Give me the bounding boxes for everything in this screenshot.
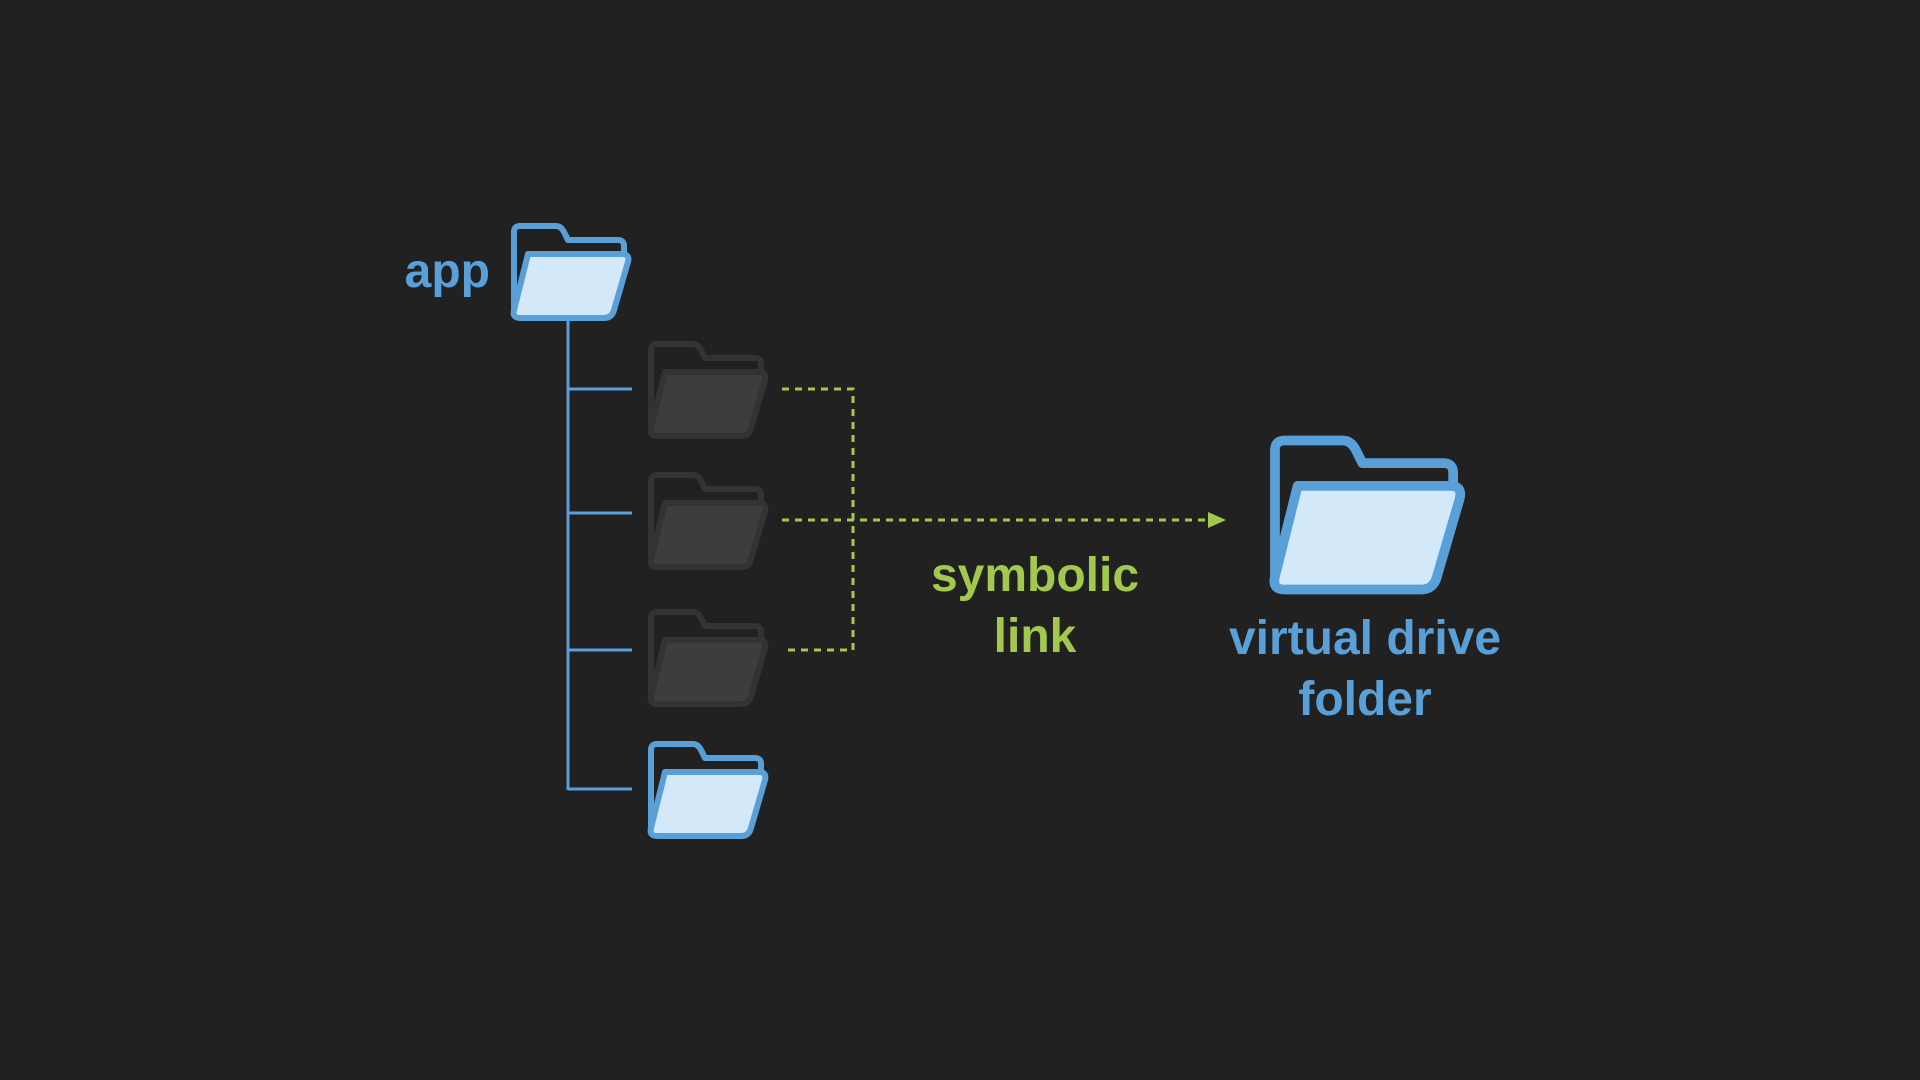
virtual-drive-folder-label-line-1: virtual drive [1228, 612, 1502, 665]
virtual-drive-folder-label-line-2: folder [1298, 673, 1432, 726]
subfolder-1-icon [651, 344, 766, 436]
subfolder-4-icon [651, 744, 766, 836]
virtual-drive-folder-icon [1274, 440, 1460, 589]
symbolic-link-connector [782, 387, 1212, 652]
symbolic-link-label-line-2: link [993, 610, 1077, 663]
arrowhead-icon [1208, 512, 1226, 528]
app-folder-icon [514, 226, 629, 318]
app-label: app [404, 245, 490, 298]
subfolder-2-icon [651, 475, 766, 567]
symbolic-link-label: symbolic link [895, 545, 1175, 667]
tree-connector [566, 318, 632, 791]
subfolder-3-icon [651, 612, 766, 704]
symbolic-link-label-line-1: symbolic [930, 549, 1140, 602]
virtual-drive-folder-label: virtual drive folder [1200, 608, 1530, 730]
